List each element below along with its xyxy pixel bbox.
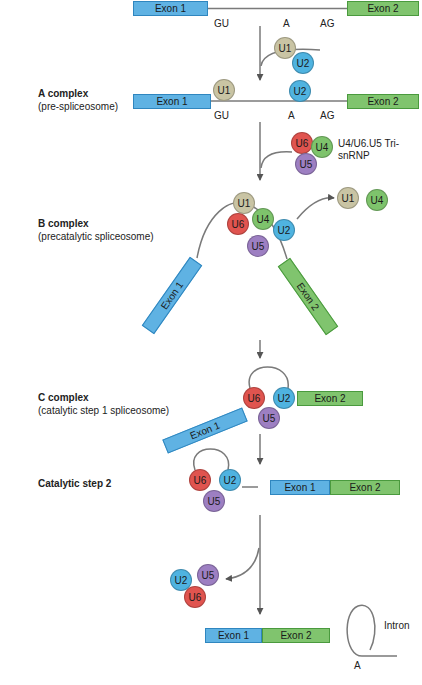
exon-box: Exon 1 — [133, 94, 211, 109]
snrnp-label: U2 — [175, 575, 188, 586]
snrnp-label: U2 — [224, 475, 237, 486]
snrnp-label: U5 — [252, 241, 265, 252]
site-label: (precatalytic spliceosome) — [38, 231, 154, 243]
step-arrow — [259, 515, 261, 614]
exon-box: Exon 1 — [162, 407, 247, 453]
exon-label: Exon 2 — [367, 94, 398, 109]
intron-line — [208, 8, 347, 10]
stage-heading: B complex — [38, 218, 89, 230]
exon-label: Exon 1 — [188, 417, 222, 443]
snrnp-circle: U6 — [243, 387, 265, 409]
exon-label: Exon 1 — [218, 628, 249, 643]
snrnp-label: U1 — [279, 43, 292, 54]
snrnp-circle: U4 — [252, 208, 274, 230]
exon-label: Exon 1 — [155, 1, 186, 16]
site-label: Intron — [384, 620, 410, 632]
snrnp-label: U6 — [189, 592, 202, 603]
snrnp-circle: U1 — [337, 187, 359, 209]
exon-box: Exon 1 — [205, 628, 262, 643]
snrnp-circle: U5 — [295, 153, 317, 175]
snrnp-label: U2 — [294, 86, 307, 97]
snrnp-circle: U2 — [289, 80, 311, 102]
snrnp-label: U6 — [232, 219, 245, 230]
site-label: (pre-spliceosome) — [38, 101, 118, 113]
snrnp-circle: U1 — [213, 79, 235, 101]
intron-loop — [249, 367, 288, 388]
snrnp-circle: U4 — [366, 189, 388, 211]
intron-loop — [194, 449, 229, 470]
step-arrow — [259, 26, 261, 80]
site-label: A — [288, 110, 295, 122]
snrnp-circle: U6 — [184, 586, 206, 608]
exon-label: Exon 2 — [280, 628, 311, 643]
snrnp-label: U4 — [316, 142, 329, 153]
exon-label: Exon 2 — [314, 391, 345, 406]
exon-box: Exon 2 — [262, 628, 330, 643]
exon-box: Exon 2 — [347, 1, 419, 16]
snrnp-circle: U2 — [273, 387, 295, 409]
snrnp-circle: U2 — [292, 52, 314, 74]
step-arrow — [259, 122, 261, 180]
snrnp-circle: U4 — [311, 136, 333, 158]
exon-box: Exon 2 — [297, 391, 363, 406]
snrnp-circle: U2 — [219, 469, 241, 491]
exon-label: Exon 2 — [293, 279, 323, 313]
snrnp-circle: U5 — [203, 490, 225, 512]
snrnp-label: U2 — [297, 58, 310, 69]
snrnp-label: U1 — [238, 198, 251, 209]
intron-tail — [242, 486, 258, 488]
exon-label: Exon 1 — [157, 278, 187, 312]
site-label: A — [354, 660, 361, 672]
exon-label: Exon 2 — [367, 1, 398, 16]
exon-label: Exon 1 — [284, 480, 315, 495]
site-label: GU — [214, 110, 229, 122]
snrnp-circle: U5 — [197, 564, 219, 586]
site-label: AG — [320, 18, 334, 30]
site-label: A — [283, 18, 290, 30]
step-arrow — [259, 434, 261, 464]
stage-heading: Catalytic step 2 — [38, 478, 111, 490]
snrnp-label: U4 — [257, 214, 270, 225]
snrnp-circle: U6 — [291, 132, 313, 154]
exon-label: Exon 1 — [156, 94, 187, 109]
snrnp-circle: U6 — [189, 469, 211, 491]
snrnp-circle: U6 — [227, 213, 249, 235]
step-arrow — [259, 340, 261, 358]
exon-box: Exon 2 — [347, 94, 419, 109]
site-label: AG — [320, 110, 334, 122]
snrnp-label: U2 — [278, 225, 291, 236]
leave-arrow — [297, 198, 334, 219]
stage-heading: C complex — [38, 392, 89, 404]
snrnp-label: U5 — [300, 159, 313, 170]
snrnp-circle: U1 — [233, 192, 255, 214]
snrnp-label: U4 — [371, 195, 384, 206]
snrnp-label: U1 — [342, 193, 355, 204]
site-label: (catalytic step 1 spliceosome) — [38, 405, 169, 417]
snrnp-circle: U5 — [258, 407, 280, 429]
site-label: U4/U6.U5 Tri-snRNP — [338, 138, 400, 162]
snrnp-circle: U2 — [273, 219, 295, 241]
exon-box: Exon 2 — [278, 257, 338, 334]
snrnp-circle: U5 — [247, 235, 269, 257]
leave-arrow — [226, 548, 259, 579]
snrnp-label: U6 — [296, 138, 309, 149]
intron-line — [211, 100, 347, 102]
exon-box: Exon 2 — [330, 480, 400, 495]
snrnp-label: U6 — [194, 475, 207, 486]
exon-box: Exon 1 — [270, 480, 330, 495]
snrnp-label: U5 — [208, 496, 221, 507]
exon-label: Exon 2 — [349, 480, 380, 495]
snrnp-label: U5 — [202, 570, 215, 581]
stage-heading: A complex — [38, 88, 88, 100]
exon-box: Exon 1 — [133, 1, 208, 16]
snrnp-circle: U1 — [274, 37, 296, 59]
snrnp-label: U6 — [248, 393, 261, 404]
join-arrow — [261, 152, 292, 168]
snrnp-label: U2 — [278, 393, 291, 404]
exon-box: Exon 1 — [142, 256, 202, 333]
snrnp-label: U1 — [218, 85, 231, 96]
site-label: GU — [214, 18, 229, 30]
snrnp-label: U5 — [263, 413, 276, 424]
